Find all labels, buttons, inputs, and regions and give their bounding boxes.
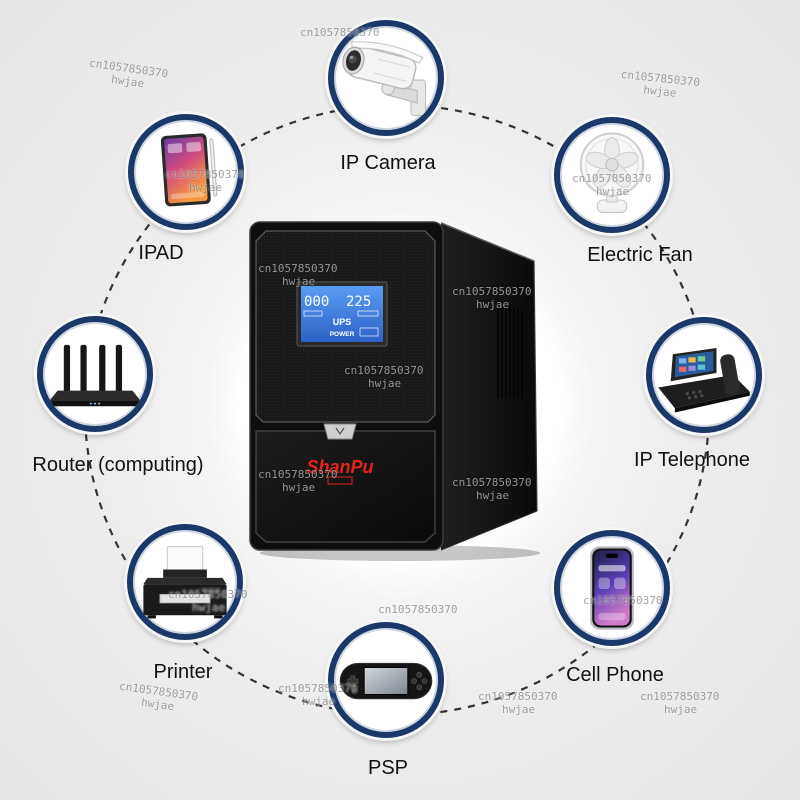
ups-lower-panel (255, 430, 436, 543)
ups-unit: 000 225 UPS POWER ShanPu (249, 221, 540, 561)
cell-phone-icon (590, 546, 634, 630)
ipad-icon (160, 133, 218, 207)
electric-fan-icon (579, 132, 645, 213)
lcd-left-digits: 000 (304, 294, 329, 310)
printer-icon (143, 546, 227, 619)
ups-brand-logo: ShanPu (306, 457, 373, 477)
ups-side-vents (497, 301, 523, 399)
router-icon (49, 344, 141, 407)
label-ipad: IPAD (138, 242, 184, 264)
device-ip-telephone (646, 317, 762, 433)
lcd-mode: UPS (333, 317, 352, 327)
label-cell-phone: Cell Phone (566, 664, 664, 686)
device-electric-fan (554, 117, 670, 233)
label-ip-telephone: IP Telephone (633, 449, 751, 471)
psp-icon (339, 662, 433, 700)
label-printer: Printer (153, 661, 213, 683)
device-router (37, 316, 153, 432)
lcd-right-digits: 225 (346, 294, 371, 310)
device-ip-camera (328, 20, 444, 136)
ups-side-panel (441, 223, 537, 550)
device-ipad (128, 114, 244, 230)
lcd-status: POWER (330, 331, 355, 338)
label-router: Router (computing) (32, 454, 204, 476)
label-psp: PSP (367, 757, 409, 779)
device-psp (328, 622, 444, 738)
device-cell-phone (554, 530, 670, 646)
ups-front-tab (323, 423, 357, 440)
device-printer (127, 524, 243, 640)
label-ip-camera: IP Camera (340, 152, 436, 174)
ip-camera-icon (342, 41, 427, 116)
ip-telephone-icon (658, 347, 750, 413)
label-electric-fan: Electric Fan (587, 244, 693, 266)
ups-lcd (301, 286, 383, 342)
